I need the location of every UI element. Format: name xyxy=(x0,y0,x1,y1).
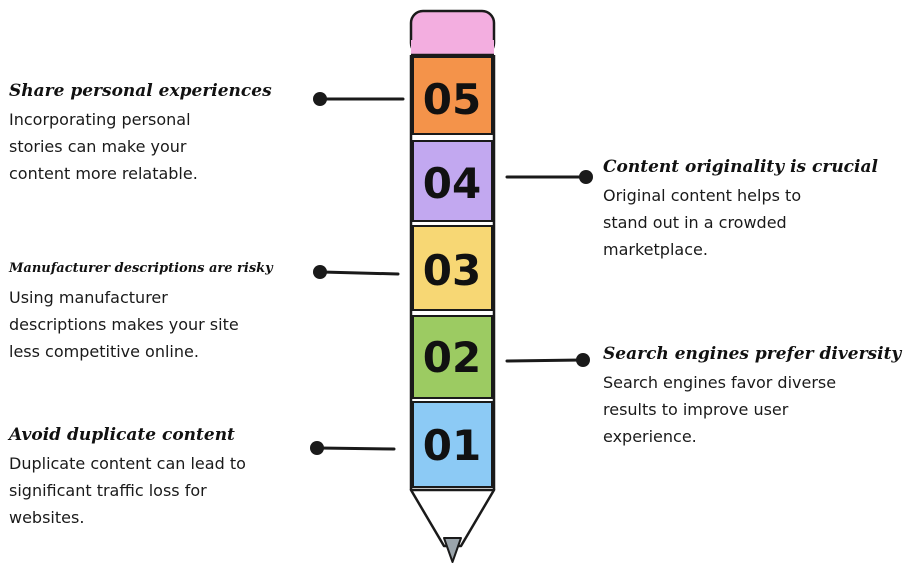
segment-03-block xyxy=(412,225,493,311)
callout-01: Avoid duplicate content Duplicate conten… xyxy=(9,424,299,531)
pencil-eraser-band xyxy=(411,40,494,55)
connector-03-dot xyxy=(313,265,327,279)
callout-01-description: Duplicate content can lead to significan… xyxy=(9,454,246,527)
callout-04-title: Content originality is crucial xyxy=(603,157,878,177)
callout-02-description: Search engines favor diverse results to … xyxy=(603,373,837,446)
callout-05-description: Incorporating personal stories can make … xyxy=(9,110,198,183)
segment-03-number: 03 xyxy=(423,246,481,295)
connector-01 xyxy=(317,446,396,451)
segment-04-block xyxy=(412,140,493,222)
segment-01-number: 01 xyxy=(423,421,481,470)
connector-01-dot xyxy=(310,441,324,455)
segment-05-number: 05 xyxy=(423,75,481,124)
callout-05-title: Share personal experiences xyxy=(9,81,272,101)
segment-02-number: 02 xyxy=(423,333,481,382)
segment-01-block xyxy=(412,401,493,488)
callout-05: Share personal experiences Incorporating… xyxy=(9,80,299,187)
callout-03-description: Using manufacturer descriptions makes yo… xyxy=(9,288,239,361)
connector-02 xyxy=(505,358,584,363)
callout-04: Content originality is crucial Original … xyxy=(603,156,903,263)
connector-05-dot xyxy=(313,92,327,106)
callout-04-description: Original content helps to stand out in a… xyxy=(603,186,802,259)
segment-02-block xyxy=(412,315,493,399)
segment-04-number: 04 xyxy=(423,159,481,208)
callout-02-title: Search engines prefer diversity xyxy=(603,344,902,364)
connector-04-dot xyxy=(579,170,593,184)
pencil-wood-cone xyxy=(409,488,496,548)
callout-02: Search engines prefer diversity Search e… xyxy=(603,343,903,450)
callout-03-title: Manufacturer descriptions are risky xyxy=(9,261,273,276)
connector-03 xyxy=(320,270,400,276)
callout-03: Manufacturer descriptions are risky Usin… xyxy=(9,258,309,365)
callout-01-title: Avoid duplicate content xyxy=(9,425,235,445)
segment-05-block xyxy=(412,56,493,135)
pencil-graphite-tip xyxy=(443,537,462,563)
connector-02-dot xyxy=(576,353,590,367)
